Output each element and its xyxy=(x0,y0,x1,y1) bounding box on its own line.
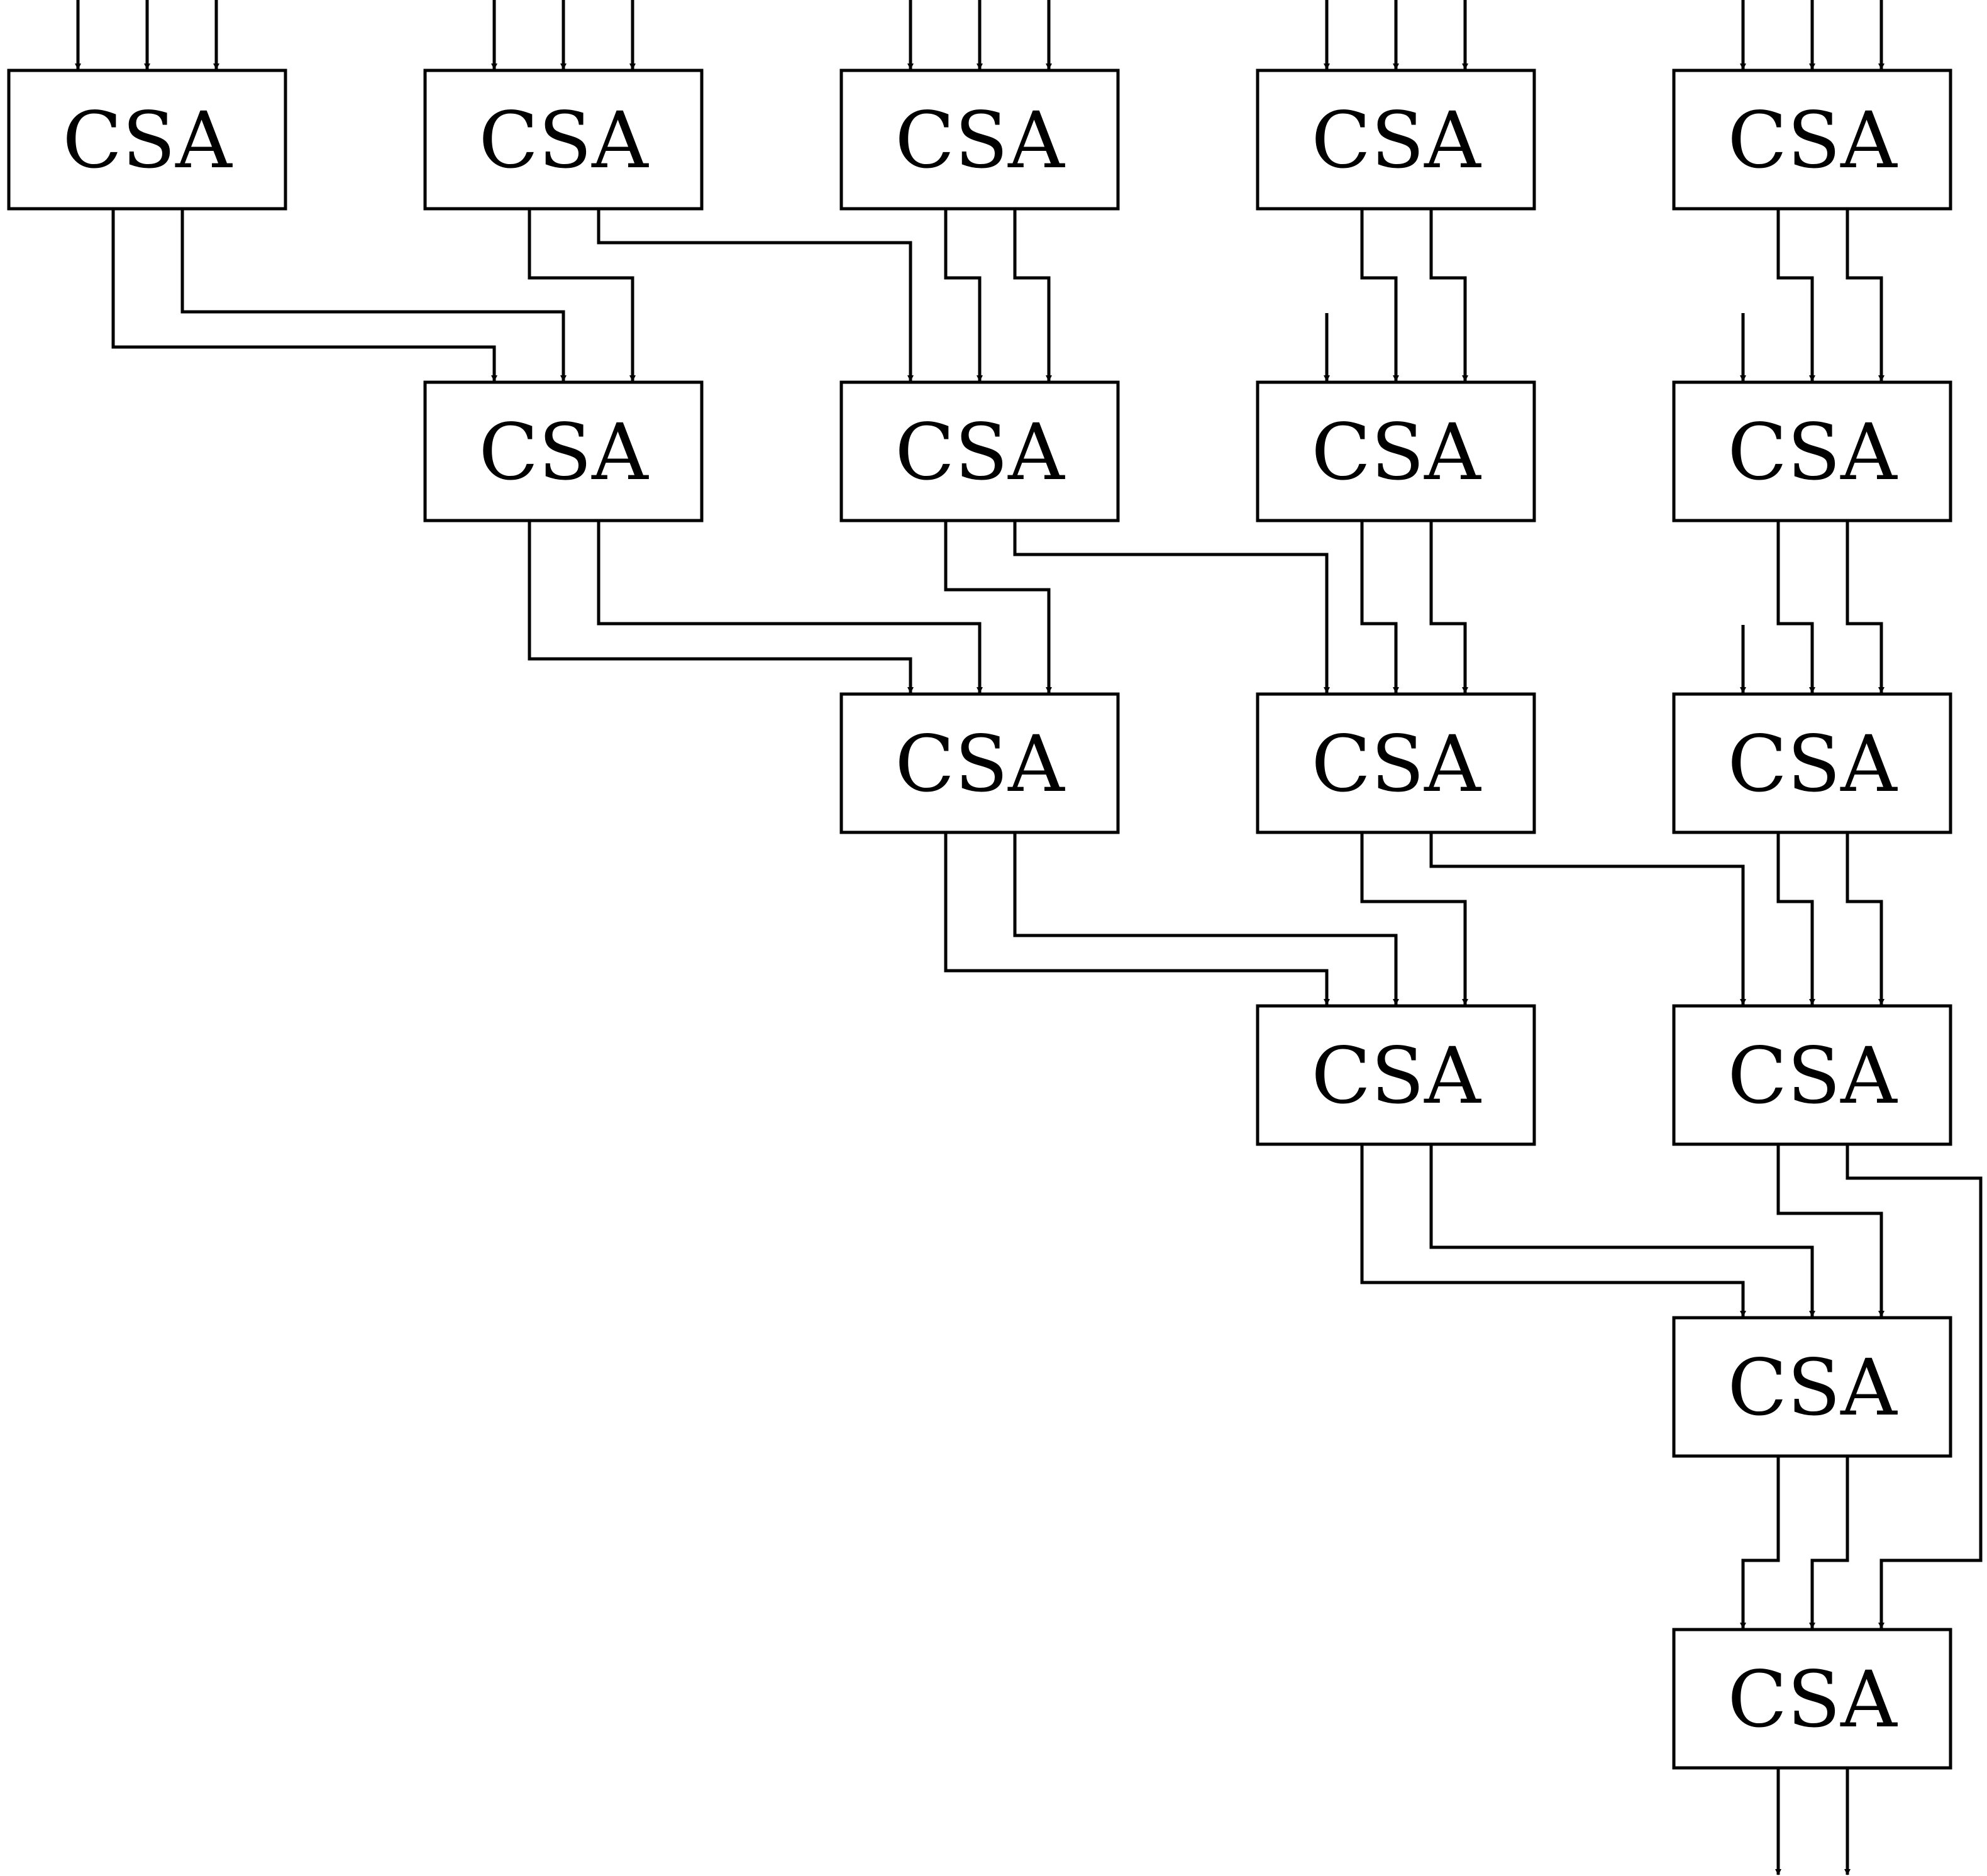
wire-local xyxy=(1776,1144,1885,1317)
wire-carry xyxy=(1846,1144,1983,1629)
wire-local xyxy=(1776,209,1815,382)
csa-block: CSA xyxy=(1672,1316,1952,1458)
csa-block: CSA xyxy=(1672,1628,1952,1770)
wire-diagonal xyxy=(597,521,983,693)
wires xyxy=(75,0,1983,1875)
csa-block: CSA xyxy=(1256,1004,1536,1146)
csa-block-box xyxy=(1256,1004,1536,1146)
csa-block-label: CSA xyxy=(895,96,1065,186)
csa-block-box xyxy=(839,69,1120,211)
csa-block: CSA xyxy=(7,69,287,211)
csa-block: CSA xyxy=(839,69,1120,211)
wire-diagonal xyxy=(111,209,497,382)
wire-local xyxy=(528,209,636,382)
csa-block-box xyxy=(839,692,1120,834)
csa-block-box xyxy=(1672,1004,1952,1146)
csa-block-box xyxy=(1672,380,1952,522)
csa-block-label: CSA xyxy=(479,407,649,498)
csa-block-label: CSA xyxy=(895,407,1065,498)
wire-local xyxy=(1360,209,1399,382)
csa-block-box xyxy=(423,380,704,522)
wire-local xyxy=(1429,521,1468,693)
wire-local xyxy=(1776,832,1815,1005)
csa-block: CSA xyxy=(1256,692,1536,834)
csa-block-box xyxy=(1256,692,1536,834)
csa-block: CSA xyxy=(1672,1004,1952,1146)
csa-block: CSA xyxy=(839,692,1120,834)
wire-local xyxy=(1776,521,1815,693)
csa-block: CSA xyxy=(1256,380,1536,522)
csa-block-label: CSA xyxy=(1727,1031,1898,1122)
csa-block-box xyxy=(839,380,1120,522)
csa-block-label: CSA xyxy=(1311,1031,1481,1122)
csa-block-box xyxy=(1672,1628,1952,1770)
wire-carry xyxy=(597,209,914,382)
wire-local xyxy=(1846,209,1885,382)
wire-local xyxy=(1740,1456,1780,1629)
wire-local xyxy=(1360,521,1399,693)
csa-block: CSA xyxy=(423,380,704,522)
csa-block-box xyxy=(1672,1316,1952,1458)
csa-block-box xyxy=(1256,380,1536,522)
wire-diagonal xyxy=(1013,832,1399,1005)
csa-block-label: CSA xyxy=(895,719,1065,810)
csa-block-box xyxy=(1672,692,1952,834)
csa-block-label: CSA xyxy=(62,96,233,186)
csa-block-label: CSA xyxy=(1311,719,1481,810)
csa-block-label: CSA xyxy=(1727,1655,1898,1745)
wire-diagonal xyxy=(180,209,567,382)
wire-diagonal xyxy=(528,521,914,693)
wire-local xyxy=(1846,832,1885,1005)
csa-block-box xyxy=(1256,69,1536,211)
csa-block: CSA xyxy=(839,380,1120,522)
wire-local xyxy=(944,521,1052,693)
wire-local xyxy=(1013,209,1052,382)
csa-block-label: CSA xyxy=(1311,407,1481,498)
csa-block: CSA xyxy=(1672,380,1952,522)
wire-local xyxy=(1809,1456,1849,1629)
csa-block-label: CSA xyxy=(1727,96,1898,186)
csa-block-label: CSA xyxy=(1311,96,1481,186)
wire-local xyxy=(944,209,983,382)
csa-block-label: CSA xyxy=(479,96,649,186)
csa-blocks: CSA CSA CSA CSA CSA CSA CSA CSA CSA CSA CSA CSA CSA C… xyxy=(7,69,1952,1770)
wire-diagonal xyxy=(1429,1144,1815,1317)
csa-block-box xyxy=(423,69,704,211)
csa-block: CSA xyxy=(1256,69,1536,211)
csa-block-box xyxy=(1672,69,1952,211)
wire-local xyxy=(1360,832,1468,1005)
csa-block-label: CSA xyxy=(1727,719,1898,810)
csa-block: CSA xyxy=(1672,692,1952,834)
csa-block: CSA xyxy=(1672,69,1952,211)
wire-local xyxy=(1846,521,1885,693)
csa-block-label: CSA xyxy=(1727,1343,1898,1433)
wire-local xyxy=(1429,209,1468,382)
wire-diagonal xyxy=(1360,1144,1746,1317)
csa-block: CSA xyxy=(423,69,704,211)
csa-block-label: CSA xyxy=(1727,407,1898,498)
wire-carry xyxy=(1013,521,1330,693)
wire-carry xyxy=(1429,832,1746,1005)
csa-block-box xyxy=(7,69,287,211)
wire-diagonal xyxy=(944,832,1330,1005)
